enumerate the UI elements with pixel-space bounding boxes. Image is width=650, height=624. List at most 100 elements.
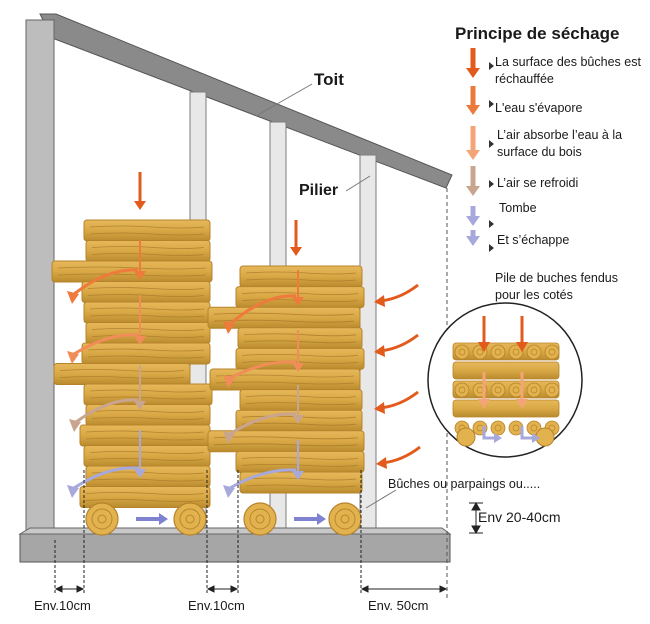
left-stack-grain: [59, 369, 185, 372]
legend-step-1: La surface des bûches est réchauffée: [495, 55, 641, 86]
height-label: Env 20-40cm: [478, 509, 561, 525]
detail-log-ring: [548, 386, 556, 394]
flow-curve-head: [223, 485, 235, 498]
detail-log-ring: [530, 424, 538, 432]
detail-log-end: [454, 382, 470, 398]
flow-curve-head: [67, 485, 79, 498]
detail-log-end: [526, 382, 542, 398]
flow-curve: [229, 468, 297, 490]
right-stack-grain: [241, 354, 359, 357]
flow-arrow-head: [134, 271, 146, 280]
flow-curve-head: [69, 419, 81, 432]
left-stack-grain: [89, 458, 205, 461]
flow-curve-head: [223, 321, 235, 334]
left-stack-grain: [89, 232, 205, 236]
supports-label: Bûches ou parpaings ou.....: [388, 477, 541, 491]
detail-circle: [427, 302, 583, 458]
detail-base-log: [535, 427, 555, 447]
legend-arrow-head: [466, 150, 480, 160]
detail-log-end: [454, 344, 470, 360]
split-pile-detail: [427, 302, 583, 458]
base-log: [173, 502, 207, 536]
floor-slab: [18, 527, 452, 563]
right-stack-grain: [241, 457, 359, 460]
base-logs: [85, 502, 362, 536]
detail-log-row: [452, 361, 560, 380]
legend-bullet: [489, 220, 494, 228]
right-stack-log: [239, 389, 363, 412]
base-log-ring: [334, 508, 356, 530]
right-stack-grain: [245, 402, 357, 405]
detail-log-ring: [512, 348, 520, 356]
left-stack-grain: [87, 355, 205, 359]
legend-bullet: [489, 62, 494, 70]
detail-log-ring: [494, 348, 502, 356]
detail-log-end: [508, 344, 524, 360]
legend-arrow-head: [466, 216, 480, 226]
wood-stack-left: [51, 219, 213, 508]
inflow-arrow: [379, 390, 419, 410]
detail-arrow-head: [516, 342, 528, 352]
flow-curve: [229, 360, 297, 380]
left-stack-grain: [91, 253, 205, 256]
inflow-arrow-head: [374, 402, 385, 414]
right-stack-grain: [213, 443, 359, 447]
gap-label-3: Env. 50cm: [368, 598, 429, 613]
legend-bullet: [489, 140, 494, 148]
right-stack-grain: [241, 299, 359, 302]
gap-label-1: Env.10cm: [34, 598, 91, 613]
legend-arrow-head: [466, 236, 480, 246]
right-stack-grain: [243, 340, 357, 344]
left-stack-grain: [89, 225, 205, 229]
detail-arrow-head: [478, 342, 490, 352]
right-stack-grain: [245, 477, 357, 481]
detail-log-ring: [494, 424, 502, 432]
inflow-arrows: [374, 283, 421, 469]
detail-log-row: [452, 399, 560, 418]
detail-log-ring: [530, 348, 538, 356]
right-stack-grain: [245, 484, 357, 488]
inflow-arrow: [379, 333, 419, 353]
gap-dimensions: [54, 470, 448, 595]
detail-content: [452, 316, 560, 447]
flow-h-arrow-head: [317, 513, 326, 525]
base-log: [328, 502, 362, 536]
right-stack-grain: [241, 361, 359, 364]
right-stack-grain: [245, 271, 357, 275]
left-stack-grain: [89, 314, 205, 318]
legend-arrow-head: [466, 186, 480, 196]
right-stack-grain: [241, 292, 359, 295]
flow-arrow-head: [134, 336, 146, 345]
detail-outflow: [482, 426, 496, 440]
diagram-title: Principe de séchage: [455, 24, 620, 43]
right-stack-grain: [213, 436, 359, 440]
detail-log-end: [490, 420, 506, 436]
flow-arrow-head: [292, 363, 304, 372]
right-stack-log: [237, 327, 363, 350]
right-stack-grain: [243, 333, 357, 337]
left-stack-grain: [87, 287, 205, 290]
legend-bullet: [489, 180, 494, 188]
left-stack-log: [83, 301, 211, 324]
left-stack-grain: [59, 376, 185, 379]
detail-outflow: [520, 426, 534, 440]
detail-outflow-head: [494, 433, 502, 443]
left-stack-grain: [89, 396, 207, 400]
legend-arrows: [466, 48, 494, 252]
flow-arrow-head: [292, 297, 304, 306]
right-stack-grain: [241, 464, 359, 467]
flow-curve: [73, 333, 139, 356]
flow-h-arrow-head: [159, 513, 168, 525]
right-stack-grain: [213, 312, 355, 316]
roof-label: Toit: [314, 70, 344, 89]
inflow-arrow-head: [376, 457, 387, 469]
left-stack-grain: [91, 478, 205, 482]
inflow-arrow-head: [374, 295, 385, 307]
left-stack-grain: [91, 335, 205, 338]
right-stack-grain: [245, 395, 357, 398]
left-stack-log: [79, 424, 211, 447]
legend-step-3: L’air absorbe l’eau à la surface du bois: [497, 128, 623, 159]
flow-arrow-head: [290, 247, 302, 256]
flow-curve: [75, 398, 139, 424]
